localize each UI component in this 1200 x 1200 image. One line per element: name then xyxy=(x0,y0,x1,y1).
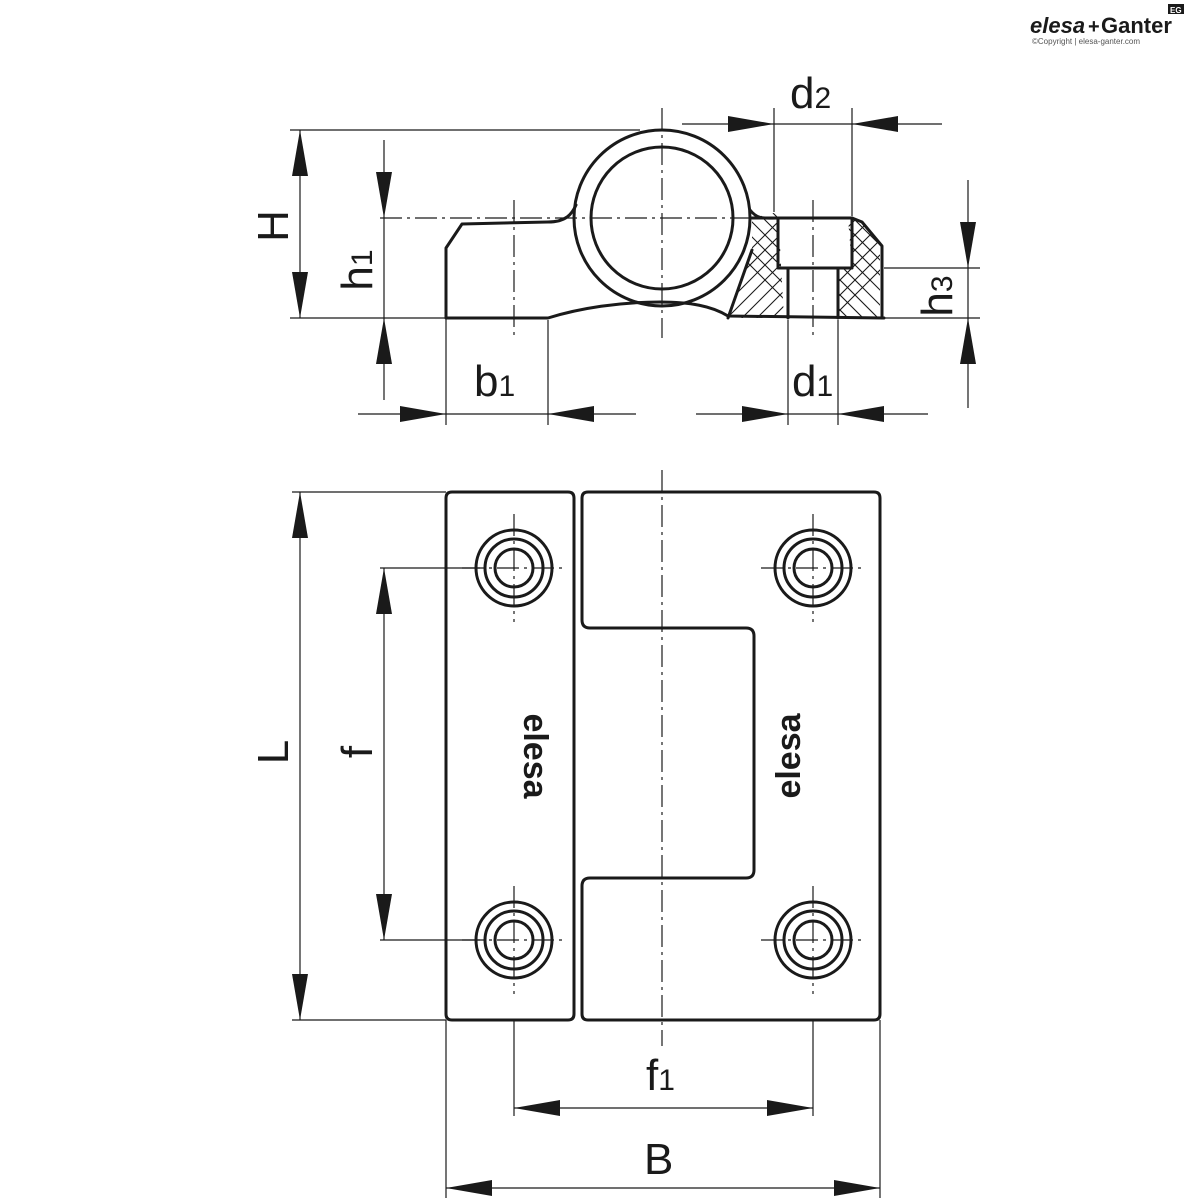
dim-L-label: L xyxy=(249,740,298,764)
brand-name-right: Ganter xyxy=(1101,13,1172,38)
side-view-body-outline xyxy=(444,203,886,320)
top-view: elesa elesa L f f1 B xyxy=(249,470,882,1198)
countersunk-hole xyxy=(776,216,854,320)
dim-f-arrow-top xyxy=(376,568,392,614)
dim-f-label: f xyxy=(333,745,382,758)
dim-d1-arrow-right xyxy=(838,406,884,422)
dim-H-arrow-top xyxy=(292,130,308,176)
dim-h1-arrow-bottom xyxy=(376,318,392,364)
left-leaf-outline xyxy=(444,490,576,1022)
dim-b1-label: b1 xyxy=(474,357,515,406)
dim-f1-label: f1 xyxy=(646,1051,675,1100)
side-view: H h1 b1 d1 d2 h3 xyxy=(249,69,980,425)
side-extension-lines xyxy=(290,108,980,425)
dim-B-arrow-left xyxy=(446,1180,492,1196)
dim-B-label: B xyxy=(644,1135,673,1184)
dim-d2-label: d2 xyxy=(790,69,831,118)
dim-d2-arrow-right xyxy=(852,116,898,132)
dim-f-arrow-bottom xyxy=(376,894,392,940)
dim-h3-label: h3 xyxy=(913,275,962,316)
dim-B-arrow-right xyxy=(834,1180,880,1196)
brand-logo: elesa + Ganter EG ©Copyright | elesa-gan… xyxy=(1030,4,1184,46)
dim-H-label: H xyxy=(249,210,298,242)
dim-b1-arrow-left xyxy=(400,406,446,422)
brand-badge: EG xyxy=(1170,6,1182,15)
brand-copyright: ©Copyright | elesa-ganter.com xyxy=(1032,37,1140,46)
right-leaf-marking: elesa xyxy=(770,712,808,798)
dim-f1-arrow-left xyxy=(514,1100,560,1116)
brand-badge-box xyxy=(1168,4,1184,14)
dim-h3-arrow-top xyxy=(960,222,976,268)
dim-b1-arrow-right xyxy=(548,406,594,422)
brand-plus: + xyxy=(1088,16,1100,38)
top-extension-lines xyxy=(292,491,881,1198)
dim-h1-label: h1 xyxy=(333,249,382,290)
dim-L-arrow-top xyxy=(292,492,308,538)
brand-name-left: elesa xyxy=(1030,13,1085,38)
left-leaf-marking: elesa xyxy=(516,713,554,799)
dim-d2-arrow-left xyxy=(728,116,774,132)
right-leaf-outline xyxy=(580,490,882,1022)
dim-d1-arrow-left xyxy=(742,406,788,422)
dim-d1-label: d1 xyxy=(792,357,833,406)
dim-h1-arrow-top xyxy=(376,172,392,218)
dim-h3-arrow-bottom xyxy=(960,318,976,364)
dim-f1-arrow-right xyxy=(767,1100,813,1116)
dim-L-arrow-bottom xyxy=(292,974,308,1020)
dim-H-arrow-bottom xyxy=(292,272,308,318)
